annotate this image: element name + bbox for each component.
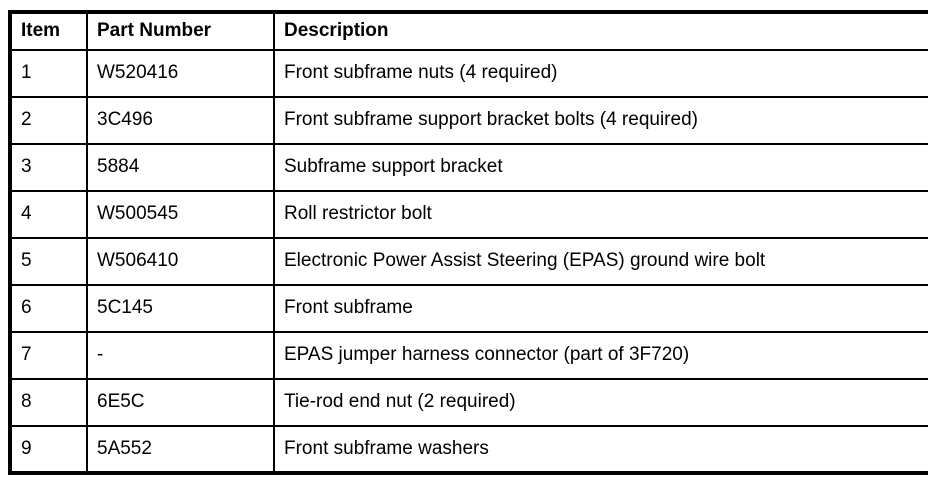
item-cell: 3 [9, 143, 88, 192]
item-cell: 9 [9, 425, 88, 474]
part-number-cell: 5A552 [86, 425, 275, 474]
part-number-cell: 5C145 [86, 284, 275, 333]
description-cell: Tie-rod end nut (2 required) [273, 378, 928, 427]
part-number-cell: W506410 [86, 237, 275, 286]
parts-table-body: 1 W520416 Front subframe nuts (4 require… [9, 49, 928, 474]
table-row: 2 3C496 Front subframe support bracket b… [9, 96, 928, 145]
description-cell: Front subframe washers [273, 425, 928, 474]
table-row: 4 W500545 Roll restrictor bolt [9, 190, 928, 239]
description-cell: Front subframe [273, 284, 928, 333]
table-row: 8 6E5C Tie-rod end nut (2 required) [9, 378, 928, 427]
part-number-cell: 6E5C [86, 378, 275, 427]
description-cell: Roll restrictor bolt [273, 190, 928, 239]
item-cell: 5 [9, 237, 88, 286]
item-cell: 8 [9, 378, 88, 427]
part-number-cell: W520416 [86, 49, 275, 98]
description-cell: Front subframe support bracket bolts (4 … [273, 96, 928, 145]
column-header-description: Description [273, 11, 928, 51]
item-cell: 7 [9, 331, 88, 380]
parts-table-header: Item Part Number Description [9, 11, 928, 51]
column-header-part-number: Part Number [86, 11, 275, 51]
table-row: 6 5C145 Front subframe [9, 284, 928, 333]
table-row: 9 5A552 Front subframe washers [9, 425, 928, 474]
item-cell: 6 [9, 284, 88, 333]
column-header-item: Item [9, 11, 88, 51]
description-cell: EPAS jumper harness connector (part of 3… [273, 331, 928, 380]
header-row: Item Part Number Description [9, 11, 928, 51]
parts-table: Item Part Number Description 1 W520416 F… [8, 10, 928, 475]
item-cell: 1 [9, 49, 88, 98]
table-row: 1 W520416 Front subframe nuts (4 require… [9, 49, 928, 98]
part-number-cell: 5884 [86, 143, 275, 192]
table-row: 3 5884 Subframe support bracket [9, 143, 928, 192]
table-row: 5 W506410 Electronic Power Assist Steeri… [9, 237, 928, 286]
item-cell: 2 [9, 96, 88, 145]
part-number-cell: 3C496 [86, 96, 275, 145]
description-cell: Front subframe nuts (4 required) [273, 49, 928, 98]
part-number-cell: - [86, 331, 275, 380]
item-cell: 4 [9, 190, 88, 239]
part-number-cell: W500545 [86, 190, 275, 239]
table-row: 7 - EPAS jumper harness connector (part … [9, 331, 928, 380]
description-cell: Subframe support bracket [273, 143, 928, 192]
description-cell: Electronic Power Assist Steering (EPAS) … [273, 237, 928, 286]
